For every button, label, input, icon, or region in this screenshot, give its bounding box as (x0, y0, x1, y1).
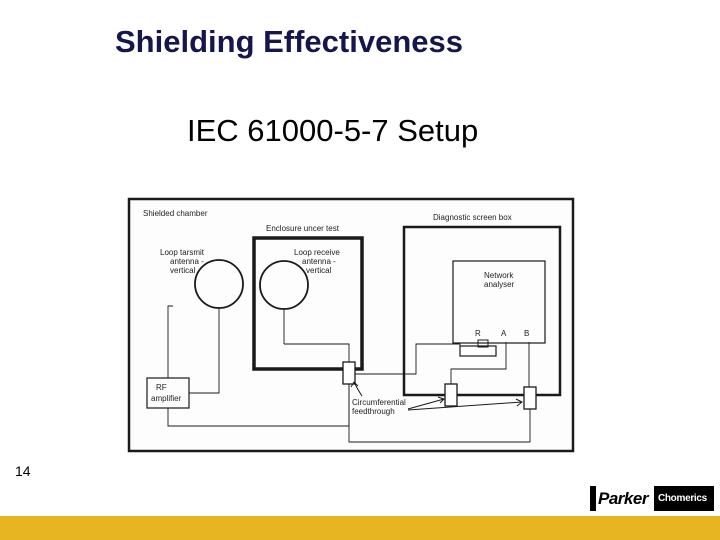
feedthrough-screen-left (444, 383, 458, 407)
setup-diagram: Shielded chamber Enclosure uncer test Di… (127, 197, 575, 453)
shielded-chamber-box (127, 197, 575, 453)
logo-brand: Parker (590, 486, 651, 511)
analyser-label-2: analyser (484, 280, 515, 289)
diagnostic-label: Diagnostic screen box (433, 213, 512, 222)
feedthrough-label-1: Circumferential (352, 398, 406, 407)
feedthrough-enclosure (342, 361, 356, 385)
parker-chomerics-logo: Parker Chomerics (590, 486, 714, 511)
feedthrough-label-2: feedthrough (352, 407, 395, 416)
cable-bottom-loop (348, 384, 531, 443)
feedthrough-screen-right (523, 386, 537, 410)
enclosure-box (252, 236, 364, 371)
cable-feed-to-analyser (355, 343, 461, 375)
port-b: B (524, 329, 529, 338)
slide-number: 14 (15, 463, 31, 479)
port-r: R (475, 329, 481, 338)
receive-label-3: vertical (306, 266, 332, 275)
logo-division: Chomerics (653, 486, 714, 511)
transmit-label-1: Loop tarsmit (160, 248, 205, 257)
transmit-label-2: antenna - (170, 257, 204, 266)
rf-label-2: amplifier (151, 394, 182, 403)
cable-tx-to-amp (167, 305, 173, 378)
arrow-to-right-feed (407, 401, 523, 411)
chamber-label: Shielded chamber (143, 209, 208, 218)
diagnostic-box (402, 225, 562, 397)
rf-label-1: RF (156, 383, 167, 392)
slide-subtitle: IEC 61000-5-7 Setup (187, 113, 479, 148)
receive-label-2: antenna - (302, 257, 336, 266)
receive-label-1: Loop receive (294, 248, 340, 257)
footer-bar (0, 516, 720, 540)
analyser-label-1: Network (484, 271, 514, 280)
arrow-to-left-feed (407, 398, 445, 410)
cable-rx-to-feed (284, 343, 350, 362)
transmit-label-3: vertical (170, 266, 196, 275)
cable-a-port (450, 342, 507, 384)
network-analyser-box (452, 260, 546, 344)
enclosure-label: Enclosure uncer test (266, 224, 340, 233)
slide-title: Shielding Effectiveness (115, 24, 463, 59)
cable-amp-to-tx (189, 308, 220, 394)
port-a: A (501, 329, 507, 338)
